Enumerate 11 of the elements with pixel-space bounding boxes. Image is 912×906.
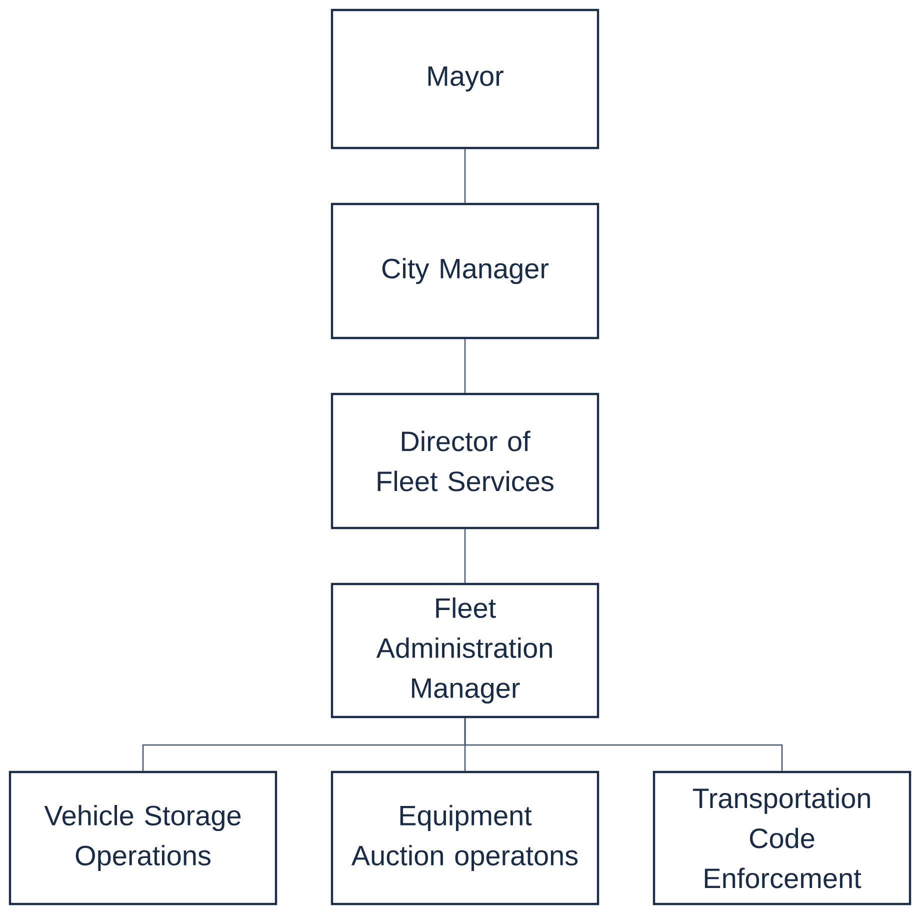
connector-line — [464, 529, 466, 583]
org-box: City Manager — [330, 202, 600, 340]
org-box: Vehicle Storage Operations — [8, 770, 278, 906]
org-box: Fleet Administration Manager — [330, 582, 600, 718]
org-box: Director of Fleet Services — [330, 392, 600, 530]
org-box: Mayor — [330, 8, 600, 150]
connector-line — [464, 149, 466, 203]
connector-line — [464, 718, 783, 771]
connector-line — [464, 339, 466, 393]
org-box: Equipment Auction operatons — [330, 770, 600, 906]
org-box: Transportation Code Enforcement — [652, 770, 912, 906]
